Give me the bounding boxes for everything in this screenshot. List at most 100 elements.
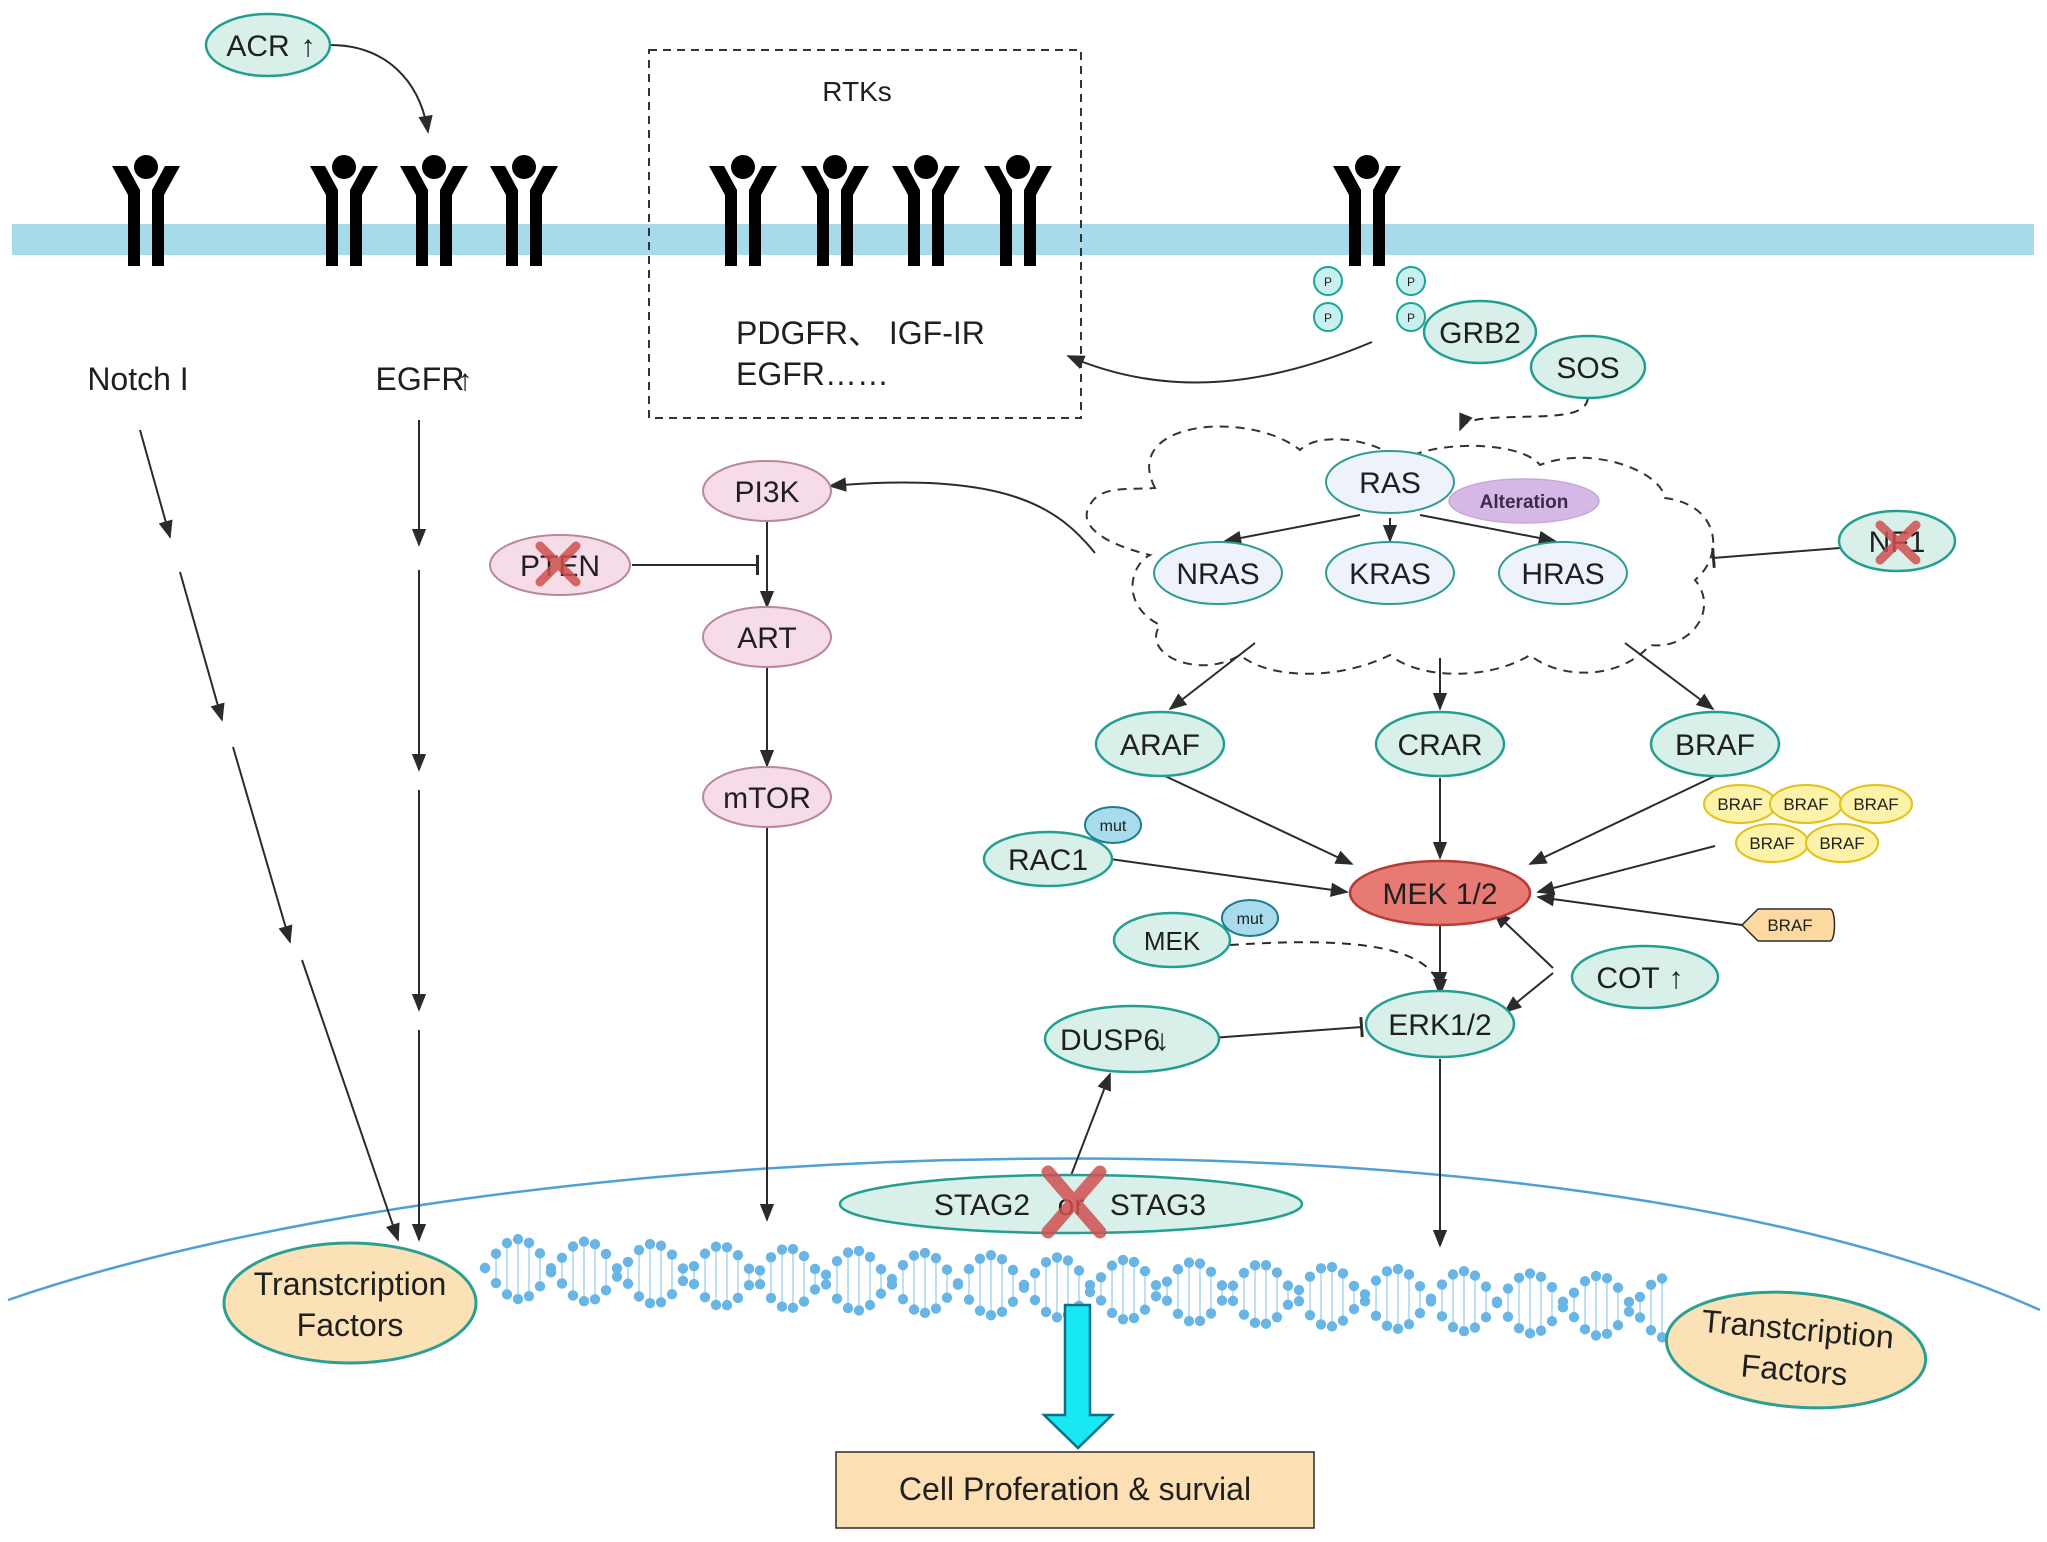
transcription-factors-node: Transtcription Factors xyxy=(1664,1290,1928,1410)
phosphate-group: P xyxy=(1396,266,1426,296)
dusp6-node: DUSP6 ↓ xyxy=(1043,1004,1221,1074)
up-arrow-icon: ↑ xyxy=(1669,962,1684,995)
araf-node: ARAF xyxy=(1094,710,1226,778)
svg-text:HRAS: HRAS xyxy=(1521,558,1604,591)
rac1-node: RAC1 xyxy=(982,830,1114,888)
svg-text:RAC1: RAC1 xyxy=(1008,844,1088,877)
edge-braf-fusion-to-mek xyxy=(1536,892,1743,926)
phosphate-group: P xyxy=(1396,302,1426,332)
deleted-cross-icon xyxy=(1875,520,1921,565)
up-arrow-icon: ↑ xyxy=(458,364,473,397)
dna-helix-icon xyxy=(479,1233,1668,1343)
mut-badge: mut xyxy=(1221,899,1279,937)
deleted-cross-icon xyxy=(535,541,581,587)
svg-text:BRAF: BRAF xyxy=(1675,729,1755,762)
deleted-cross-icon xyxy=(1041,1165,1107,1239)
edge-ras-to-hras xyxy=(1419,514,1557,546)
mutant-mek-node: MEK xyxy=(1112,911,1232,969)
edge-mutant-mek-to-erk xyxy=(1229,941,1448,997)
edge-braf-dimers-to-mek xyxy=(1536,845,1716,895)
svg-text:DUSP6: DUSP6 xyxy=(1060,1024,1160,1057)
mek12-node: MEK 1/2 xyxy=(1348,859,1532,927)
svg-text:COT: COT xyxy=(1596,962,1659,995)
braf-dimer: BRAF xyxy=(1703,784,1777,824)
edge-nf1-inhibits-ras xyxy=(1711,547,1841,569)
edge-rac1-to-mek xyxy=(1109,858,1349,897)
svg-text:P: P xyxy=(1407,311,1415,325)
svg-text:ART: ART xyxy=(737,622,796,655)
braf-node: BRAF xyxy=(1649,710,1781,778)
svg-text:BRAF: BRAF xyxy=(1717,795,1762,814)
edge-notch-to-tf xyxy=(139,429,400,1242)
svg-text:SOS: SOS xyxy=(1556,352,1619,385)
svg-text:RAS: RAS xyxy=(1359,467,1421,500)
svg-text:Factors: Factors xyxy=(297,1307,404,1343)
svg-text:BRAF: BRAF xyxy=(1819,834,1864,853)
svg-text:P: P xyxy=(1324,311,1332,325)
svg-text:PI3K: PI3K xyxy=(734,476,799,509)
edge-receptor-to-rtks xyxy=(1066,341,1373,384)
svg-text:ERK1/2: ERK1/2 xyxy=(1388,1009,1491,1042)
nras-node: NRAS xyxy=(1153,541,1283,605)
svg-text:CRAR: CRAR xyxy=(1397,729,1482,762)
edge-acr-to-egfr xyxy=(329,44,433,134)
grb2-node: GRB2 xyxy=(1422,299,1538,365)
svg-text:Transtcription: Transtcription xyxy=(254,1266,447,1302)
mut-badge: mut xyxy=(1084,806,1142,844)
svg-text:GRB2: GRB2 xyxy=(1439,317,1521,350)
sos-node: SOS xyxy=(1529,334,1647,400)
phosphate-group: P xyxy=(1313,302,1343,332)
svg-text:P: P xyxy=(1407,275,1415,289)
braf-dimer: BRAF xyxy=(1769,784,1843,824)
edge-ras-to-nras xyxy=(1223,514,1361,546)
svg-text:NRAS: NRAS xyxy=(1176,558,1259,591)
svg-text:STAG3: STAG3 xyxy=(1110,1189,1206,1222)
art-node: ART xyxy=(702,606,832,668)
braf-dimer: BRAF xyxy=(1839,784,1913,824)
rtks-title: RTKs xyxy=(822,76,892,107)
edge-ras-to-pi3k xyxy=(828,477,1096,554)
edge-cot-to-erk xyxy=(1503,972,1554,1014)
svg-text:ARAF: ARAF xyxy=(1120,729,1200,762)
alteration-badge: Alteration xyxy=(1448,478,1600,524)
hras-node: HRAS xyxy=(1498,541,1628,605)
svg-text:ACR: ACR xyxy=(226,30,289,63)
acr-node: ACR ↑ xyxy=(204,12,332,78)
cell-membrane xyxy=(12,224,2034,255)
cot-node: COT ↑ xyxy=(1570,944,1720,1010)
svg-text:P: P xyxy=(1324,275,1332,289)
pi3k-node: PI3K xyxy=(702,460,832,522)
svg-text:mut: mut xyxy=(1100,818,1127,835)
up-arrow-icon: ↑ xyxy=(301,30,316,63)
edge-araf-to-mek xyxy=(1164,775,1354,865)
svg-text:BRAF: BRAF xyxy=(1783,795,1828,814)
rtks-list: EGFR…… xyxy=(736,356,889,392)
svg-text:KRAS: KRAS xyxy=(1349,558,1431,591)
kras-node: KRAS xyxy=(1325,541,1455,605)
erk12-node: ERK1/2 xyxy=(1364,989,1516,1059)
rtks-box xyxy=(648,49,1082,419)
svg-text:Cell Proferation & survial: Cell Proferation & survial xyxy=(899,1471,1251,1507)
svg-text:BRAF: BRAF xyxy=(1853,795,1898,814)
edge-stag-to-dusp6 xyxy=(1069,1072,1111,1179)
output-arrow-icon xyxy=(1040,1303,1116,1450)
svg-text:STAG2: STAG2 xyxy=(934,1189,1030,1222)
svg-text:mut: mut xyxy=(1237,911,1264,928)
svg-text:BRAF: BRAF xyxy=(1749,834,1794,853)
nuclear-envelope xyxy=(7,1157,2041,1312)
mtor-node: mTOR xyxy=(702,766,832,828)
svg-text:mTOR: mTOR xyxy=(723,782,811,815)
ras-node: RAS xyxy=(1325,450,1455,514)
svg-text:Alteration: Alteration xyxy=(1480,492,1569,513)
phosphate-group: P xyxy=(1313,266,1343,296)
svg-text:MEK: MEK xyxy=(1144,926,1201,956)
crar-node: CRAR xyxy=(1374,710,1506,778)
edge-erk-inhibits-dusp6 xyxy=(1197,1016,1364,1040)
svg-text:BRAF: BRAF xyxy=(1767,916,1812,935)
transcription-factors-node: Transtcription Factors xyxy=(222,1241,478,1365)
down-arrow-icon: ↓ xyxy=(1155,1024,1170,1057)
edge-ras-to-araf xyxy=(1168,642,1256,711)
edge-cot-to-mek xyxy=(1492,910,1554,969)
egfr-label: EGFR xyxy=(376,361,465,397)
